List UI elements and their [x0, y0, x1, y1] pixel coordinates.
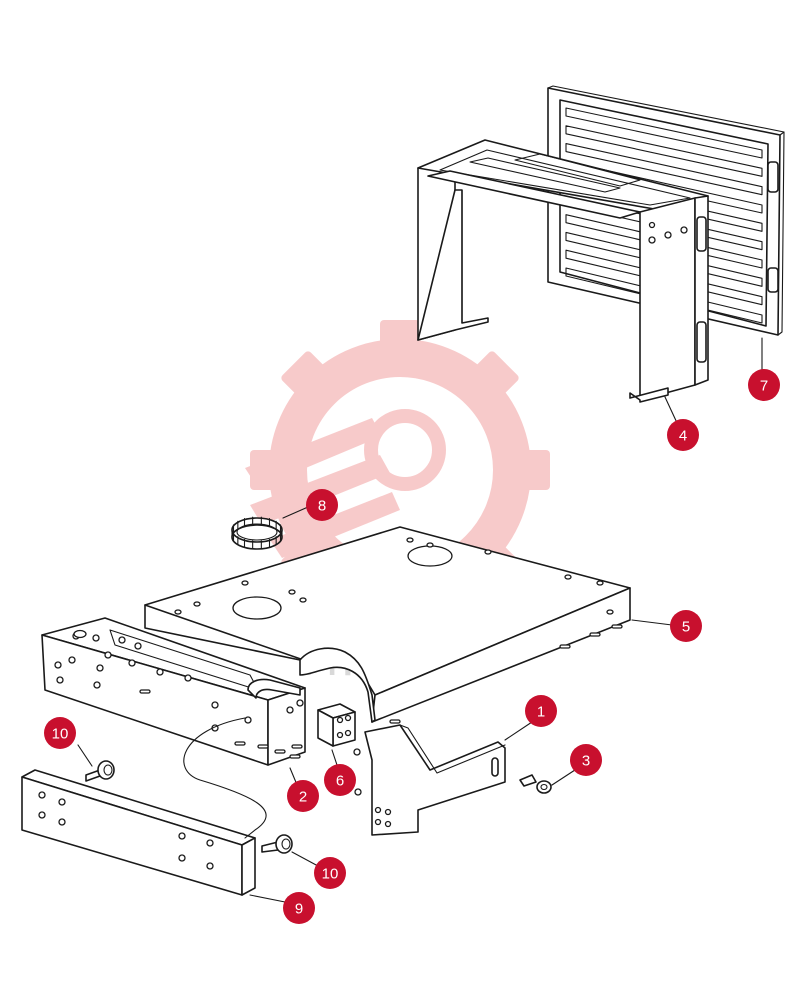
callout-label: 4 [679, 428, 687, 445]
channel-bracket-part-2 [41, 617, 306, 766]
callout-4: 4 [667, 419, 699, 451]
callout-circle [287, 780, 319, 812]
callout-circle [570, 744, 602, 776]
callout-5: 5 [670, 610, 702, 642]
callout-10a: 10 [44, 717, 76, 749]
callout-label: 7 [760, 378, 768, 395]
clamp-ring-part-8 [231, 516, 283, 550]
cable-line [183, 717, 267, 839]
callout-circle [667, 419, 699, 451]
callout-1: 1 [525, 695, 557, 727]
callout-label: 3 [582, 753, 590, 770]
callout-circle [324, 764, 356, 796]
side-bracket-part-1 [353, 724, 506, 836]
callout-label: 5 [682, 619, 690, 636]
leader-lines [77, 337, 763, 904]
callout-circle [283, 892, 315, 924]
callout-circle [44, 717, 76, 749]
callout-circle [314, 857, 346, 889]
callout-8: 8 [306, 489, 338, 521]
callout-6: 6 [324, 764, 356, 796]
callout-2: 2 [287, 780, 319, 812]
callout-label: 10 [322, 866, 339, 883]
bolt-part-10-lower [261, 834, 293, 854]
callout-3: 3 [570, 744, 602, 776]
callout-7: 7 [748, 369, 780, 401]
base-plate-part-5 [144, 526, 631, 724]
callout-circle [748, 369, 780, 401]
callout-label: 8 [318, 498, 326, 515]
bolt-part-10-upper [85, 760, 115, 782]
callout-9: 9 [283, 892, 315, 924]
callout-label: 1 [537, 704, 545, 721]
callout-circle [306, 489, 338, 521]
small-bracket-part-6 [317, 703, 356, 747]
callout-badges: 1 2 3 4 5 6 7 8 9 10 10 [44, 369, 780, 924]
callout-label: 6 [336, 773, 344, 790]
callout-label: 9 [295, 901, 303, 918]
callout-circle [670, 610, 702, 642]
callout-10b: 10 [314, 857, 346, 889]
callout-label: 10 [52, 726, 69, 743]
callout-circle [525, 695, 557, 727]
screw-part-3 [519, 774, 552, 794]
callout-label: 2 [299, 789, 307, 806]
frame-part-4 [417, 139, 709, 403]
flat-bar-part-9 [21, 769, 256, 896]
